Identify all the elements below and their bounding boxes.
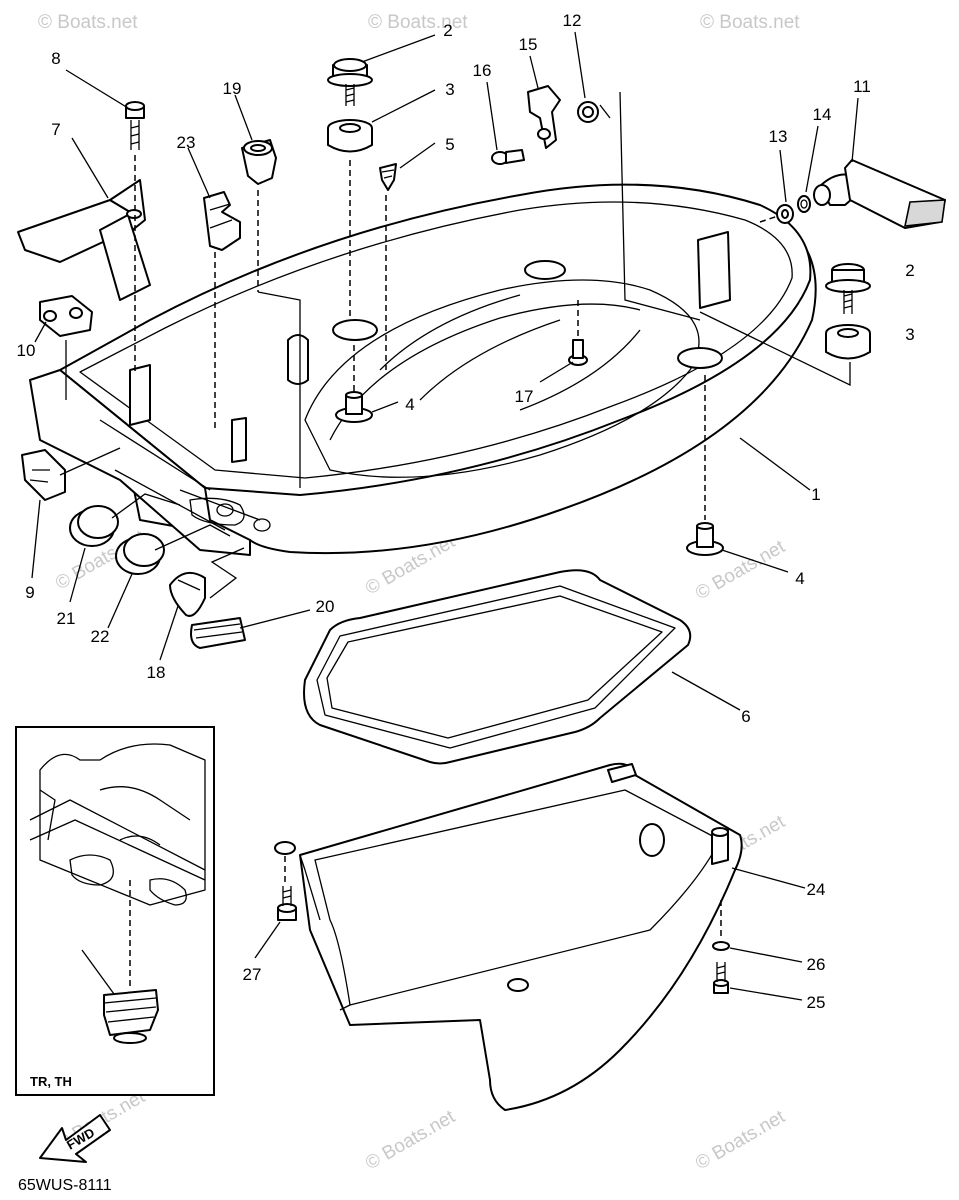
washer-14 — [797, 195, 811, 213]
bracket-15 — [527, 85, 561, 149]
bottom-cowling — [29, 183, 817, 556]
bolt-25 — [713, 962, 729, 994]
watermark: © Boats.net — [700, 12, 800, 33]
fwd-arrow: FWD — [39, 1114, 111, 1163]
callout-2: 2 — [443, 21, 452, 40]
callout-2: 2 — [905, 261, 914, 280]
bracket-7 — [17, 179, 151, 301]
inset-detail: TR, TH — [15, 726, 215, 1096]
callout-21: 21 — [57, 609, 76, 628]
watermark: © Boats.net — [38, 12, 138, 33]
lever-11 — [813, 159, 946, 229]
callout-4: 4 — [405, 395, 414, 414]
inset-variant-label: TR, TH — [30, 1074, 72, 1089]
callout-24: 24 — [807, 880, 826, 899]
callout-16: 16 — [473, 61, 492, 80]
callout-27: 27 — [243, 965, 262, 984]
diagram-code: 65WUS-8111 — [18, 1177, 112, 1194]
callout-17: 17 — [515, 387, 534, 406]
plug-22 — [115, 533, 165, 575]
bolt-2-grommet-3-right — [825, 263, 871, 360]
callout-22: 22 — [91, 627, 110, 646]
assembly-lines — [59, 91, 851, 940]
washer-26 — [712, 941, 730, 951]
callout-9: 9 — [25, 583, 34, 602]
watermark: © Boats.net — [362, 1106, 459, 1174]
seal-6 — [303, 569, 692, 765]
callout-25: 25 — [807, 993, 826, 1012]
callout-4: 4 — [795, 569, 804, 588]
leader-lines — [31, 31, 859, 1001]
plug-21 — [69, 505, 119, 547]
callout-11: 11 — [853, 77, 871, 96]
grommet-20 — [190, 617, 246, 649]
callout-26: 26 — [807, 955, 826, 974]
callout-7: 7 — [51, 120, 60, 139]
callout-10: 10 — [17, 341, 36, 360]
cap-18 — [169, 571, 206, 617]
collar-4 — [335, 391, 724, 556]
callout-18: 18 — [147, 663, 166, 682]
clip-9 — [21, 449, 66, 501]
collar-13 — [776, 204, 794, 224]
callout-6: 6 — [741, 707, 750, 726]
watermark: © Boats.net — [368, 12, 468, 33]
plug-5 — [379, 163, 397, 191]
bolt-27 — [274, 841, 297, 921]
callout-12: 12 — [563, 11, 582, 30]
callout-13: 13 — [769, 127, 788, 146]
callout-15: 15 — [519, 35, 538, 54]
callout-3: 3 — [905, 325, 914, 344]
clip-23 — [203, 191, 241, 251]
callout-1: 1 — [811, 485, 820, 504]
watermark: © Boats.net — [692, 1106, 789, 1174]
callout-3: 3 — [445, 80, 454, 99]
apron-24 — [299, 762, 743, 1111]
callout-23: 23 — [177, 133, 196, 152]
bush-12 — [577, 101, 599, 123]
callout-20: 20 — [316, 597, 335, 616]
callout-19: 19 — [223, 79, 242, 98]
callout-5: 5 — [445, 135, 454, 154]
callout-8: 8 — [51, 49, 60, 68]
screw-17 — [568, 339, 588, 366]
plate-10 — [39, 295, 93, 337]
callout-14: 14 — [813, 105, 832, 124]
bolt-8 — [125, 101, 145, 150]
bolt-2-grommet-3-left — [327, 58, 373, 153]
grommet-19 — [241, 139, 277, 185]
screw-16 — [491, 149, 525, 165]
